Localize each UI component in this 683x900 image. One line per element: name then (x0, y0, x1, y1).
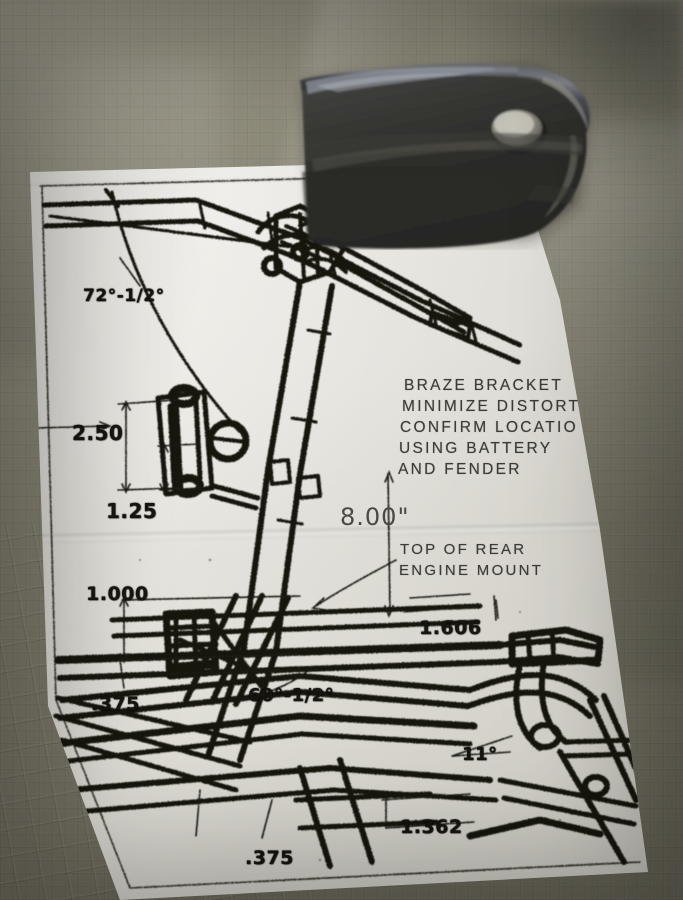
metal-bracket-part (282, 32, 600, 250)
dimension-1-25: 1.25 (106, 499, 158, 523)
dimension-1-606: 1.606 (419, 617, 482, 639)
dimension-angle-60: 60°-1/2° (248, 685, 335, 706)
dimension-angle-72: 72°-1/2° (83, 286, 165, 306)
dimension-1-000: 1.000 (86, 583, 149, 605)
callout-line-1: TOP OF REAR (400, 541, 527, 558)
dimension-375-middle: .375 (91, 693, 140, 715)
callout-line-2: ENGINE MOUNT (399, 562, 544, 579)
note-line-5: AND FENDER (398, 461, 522, 478)
note-block: BRAZE BRACKET MINIMIZE DISTORT CONFIRM L… (398, 377, 582, 478)
dimension-375-bottom: .375 (245, 847, 294, 869)
dimension-angle-11: 11° (462, 744, 498, 765)
note-line-2: MINIMIZE DISTORT (402, 398, 581, 415)
dimension-8-00: 8.00" (340, 503, 410, 531)
note-line-3: CONFIRM LOCATIO (400, 419, 579, 436)
note-line-4: USING BATTERY (399, 440, 553, 457)
dimension-1-362: 1.362 (400, 816, 463, 838)
dimension-2-50: 2.50 (72, 421, 124, 445)
callout-block: TOP OF REAR ENGINE MOUNT (399, 541, 544, 579)
note-line-1: BRAZE BRACKET (404, 377, 564, 394)
